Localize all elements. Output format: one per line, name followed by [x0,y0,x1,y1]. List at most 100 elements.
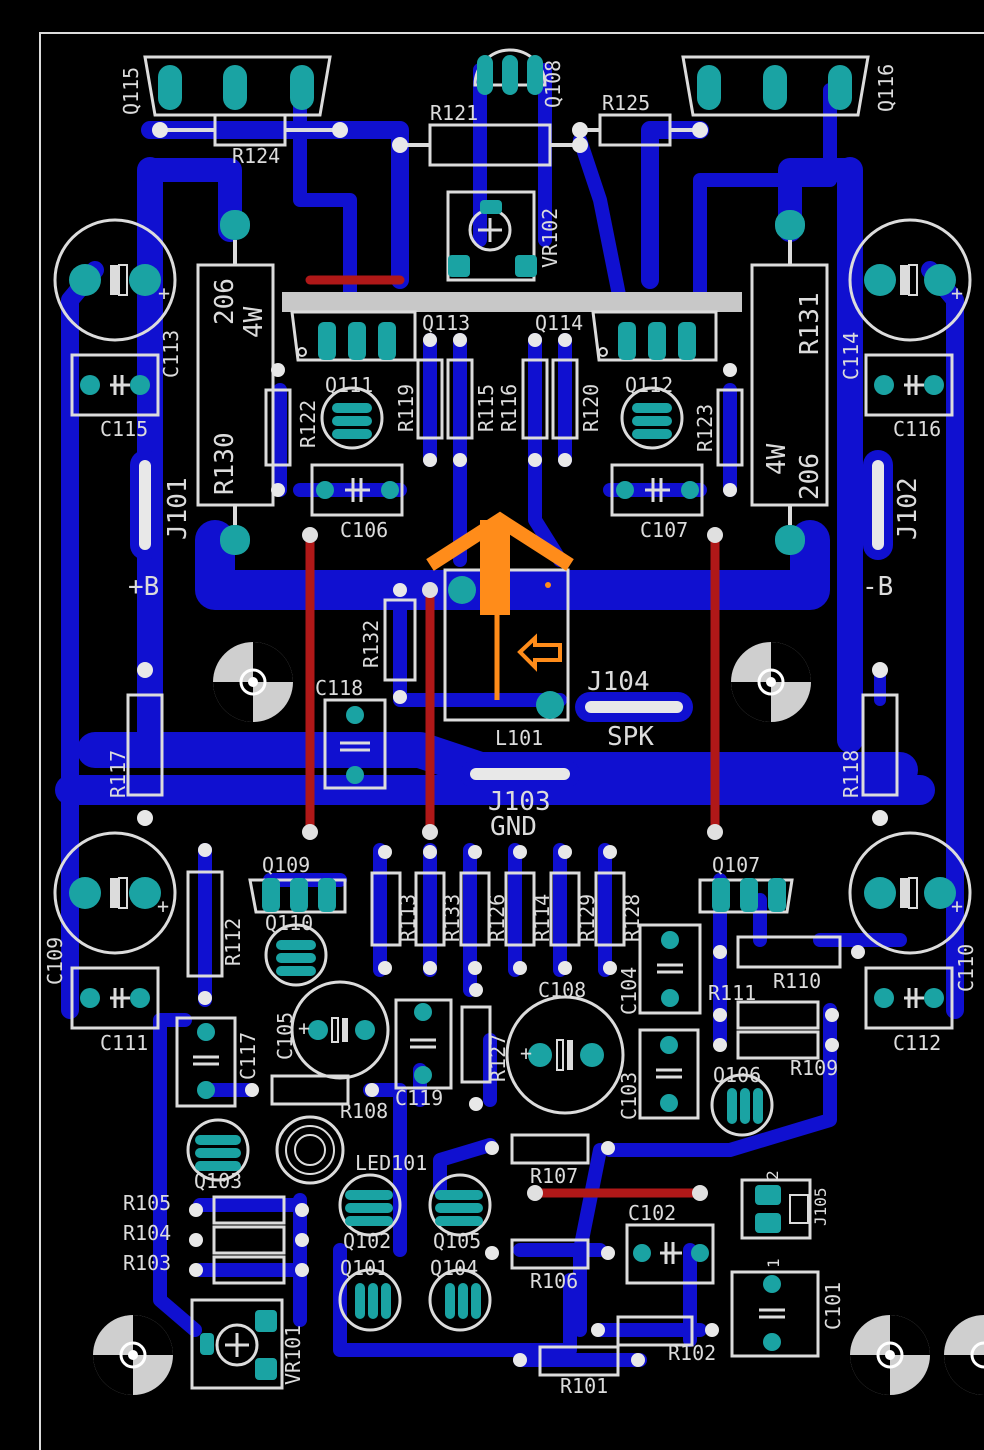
r101-label: R101 [560,1374,608,1398]
j103-gnd-connector: J103 GND [460,760,580,842]
j105-label: J105 [811,1187,830,1226]
mounting-holes [93,642,984,1395]
r131-watt: 4W [762,443,792,475]
r118-label: R118 [839,750,863,798]
l101-inductor: L101 [443,568,570,750]
r118-resistor: R118 [839,662,899,826]
svg-text:+: + [298,1016,310,1040]
c112-capacitor: C112 [864,966,954,1055]
c106-capacitor: C106 [310,463,404,542]
q106-transistor: Q106 [710,1063,774,1137]
r122-label: R122 [296,400,320,448]
c105-label: C105 [273,1012,297,1060]
r106-label: R106 [530,1269,578,1293]
r106-resistor: R106 [485,1238,615,1293]
j105-connector: 2 J105 [740,1170,830,1240]
mount-hole-left [213,642,293,722]
vr102-label: VR102 [538,208,562,268]
q112-transistor: Q112 [620,373,684,450]
minus-b-label: -B [862,572,893,602]
c116-label: C116 [893,417,941,441]
c102-capacitor: C102 [625,1201,715,1285]
c104-label: C104 [617,967,641,1015]
r104-resistor: R104 [123,1221,309,1255]
r110-label: R110 [773,969,821,993]
c117-capacitor: C117 [175,1016,260,1108]
c104-capacitor: C104 [617,923,702,1015]
q113-transistor: Q113 [290,310,470,362]
r119-label: R119 [394,384,418,432]
j105-pin1-label: 1 [764,1258,783,1268]
r130-value: 206 [210,278,240,325]
j104-speaker-connector: J104 SPK [575,667,693,752]
r115-resistor: R115 [446,333,498,467]
r131-label: R131 [795,292,825,355]
l101-label: L101 [495,726,543,750]
j105-pin2-label: 2 [763,1170,782,1180]
r119-resistor: R119 [394,333,444,467]
r112-label: R112 [221,918,245,966]
q111-label: Q111 [325,373,373,397]
c106-label: C106 [340,518,388,542]
r116-label: R116 [497,384,521,432]
q110-transistor: Q110 [264,911,328,987]
r111-label: R111 [708,981,756,1005]
q112-label: Q112 [625,373,673,397]
q105-transistor: Q105 [428,1173,492,1253]
j101-label: J101 [163,477,193,540]
c102-label: C102 [628,1201,676,1225]
c112-label: C112 [893,1031,941,1055]
mount-hole-bottom-left [93,1315,173,1395]
vr101-label: VR101 [281,1325,305,1385]
orange-arrow-icon [426,511,574,700]
q113-label: Q113 [422,311,470,335]
board-outline [39,32,984,1450]
c116-capacitor: C116 [864,353,954,441]
spk-label: SPK [607,722,654,752]
r111-resistor: R111 [708,981,839,1030]
r125-label: R125 [602,91,650,115]
r132-label: R132 [359,620,383,668]
vias [302,527,723,1201]
r117-label: R117 [106,750,130,798]
svg-text:+: + [157,894,169,918]
r104-label: R104 [123,1221,171,1245]
q101-transistor: Q101 [338,1256,402,1332]
q115-label: Q115 [119,67,143,115]
r125-resistor: R125 [572,91,708,147]
r115-label: R115 [474,384,498,432]
r108-resistor: R108 [245,1074,388,1123]
r120-resistor: R120 [551,333,603,467]
q102-label: Q102 [343,1229,391,1253]
mount-hole-bottom-right [850,1315,930,1395]
q101-label: Q101 [340,1256,388,1280]
gnd-label: GND [490,812,537,842]
r107-resistor: R107 [485,1133,615,1188]
top-copper [305,275,720,1198]
svg-text:+: + [158,281,170,305]
r102-label: R102 [668,1341,716,1365]
c101-label: C101 [821,1282,845,1330]
r109-resistor: R109 [713,1030,839,1080]
c103-capacitor: C103 [617,1028,700,1120]
mount-hole-edge [944,1315,984,1395]
r112-resistor: R112 [186,843,245,1005]
r124-label: R124 [232,144,280,168]
q103-transistor: Q103 [186,1118,250,1193]
r131-value: 206 [795,453,825,500]
r121-resistor: R121 [392,101,588,167]
q107-label: Q107 [712,853,760,877]
mount-hole-right [731,642,811,722]
q114-transistor: Q114 [535,310,718,362]
q115-transistor: Q115 [119,55,332,117]
c108-capacitor: + C108 [505,978,625,1115]
r121-label: R121 [430,101,478,125]
q116-label: Q116 [874,64,898,112]
q111-transistor: Q111 [320,373,384,450]
q116-transistor: Q116 [681,55,898,117]
c118-capacitor: C118 [315,676,387,790]
r103-label: R103 [123,1251,171,1275]
led101-label: LED101 [355,1151,427,1175]
c119-capacitor: C119 [394,998,453,1110]
